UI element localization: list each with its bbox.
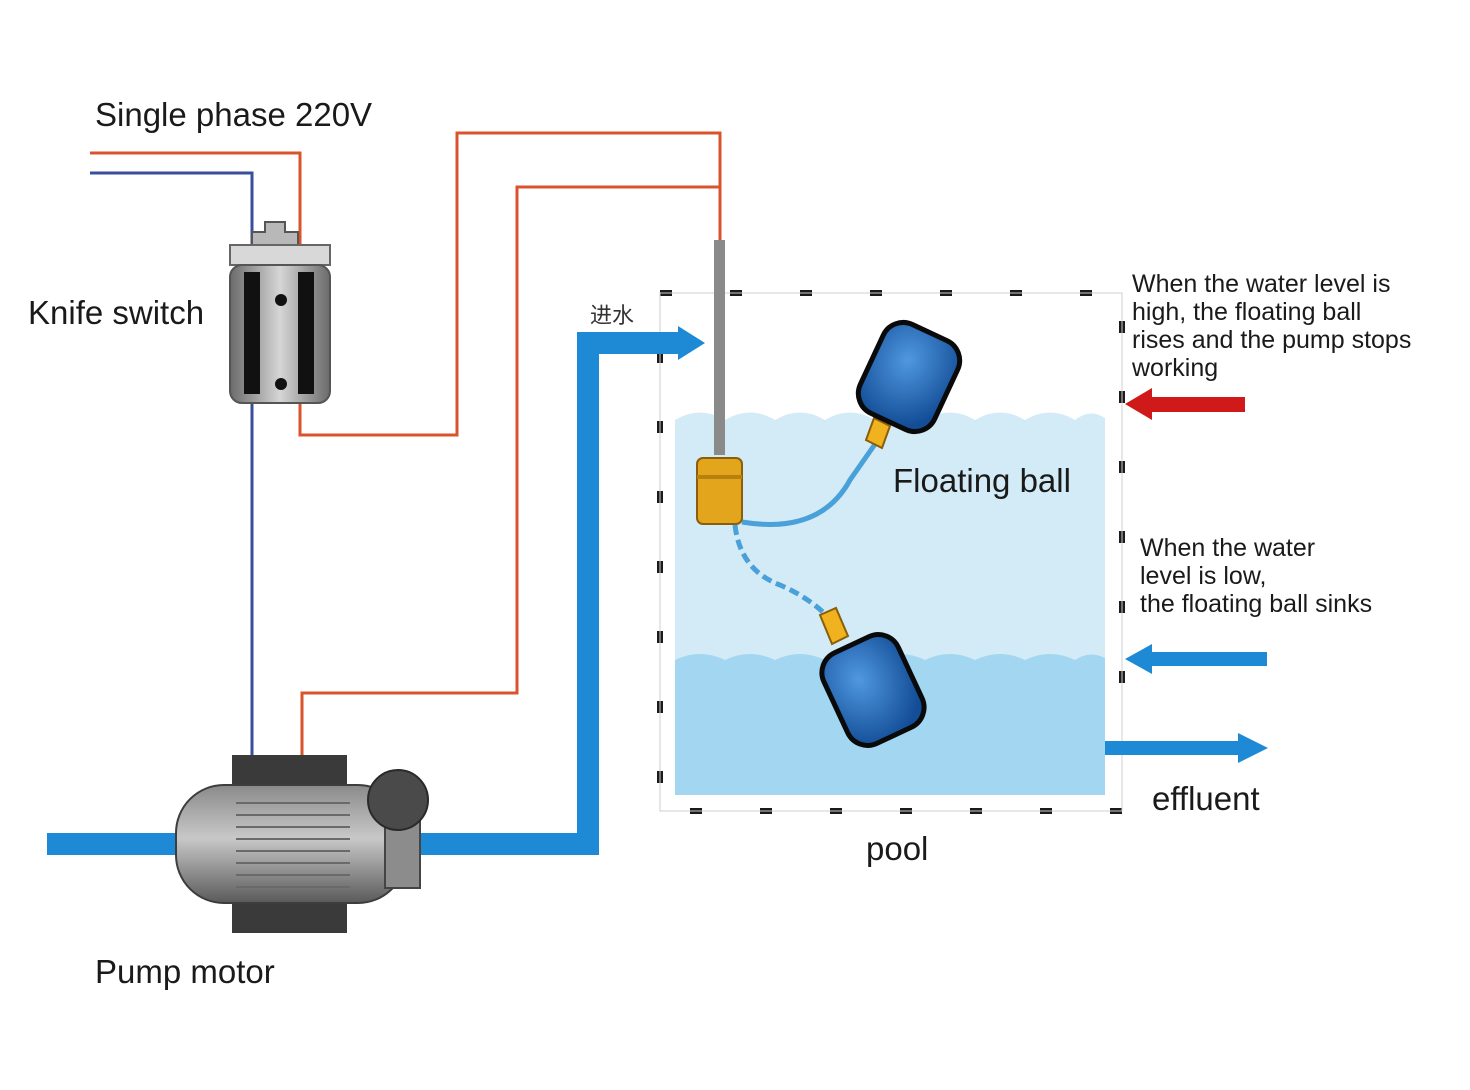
water-pipes bbox=[47, 326, 705, 855]
live-wire-in bbox=[90, 151, 302, 245]
pump-motor bbox=[175, 755, 429, 933]
outlet-pipe bbox=[410, 332, 680, 855]
power-label: Single phase 220V bbox=[95, 96, 373, 133]
high-note-line: rises and the pump stops bbox=[1132, 326, 1412, 354]
low-note-line: the floating ball sinks bbox=[1140, 590, 1373, 618]
sensor-to-motor-wire bbox=[300, 185, 720, 757]
float-switch bbox=[696, 240, 963, 748]
knife-switch bbox=[229, 221, 331, 404]
wiring bbox=[90, 131, 722, 757]
upper-float-ball bbox=[855, 319, 963, 435]
pool-label: pool bbox=[866, 830, 929, 867]
upper-cable bbox=[741, 435, 883, 527]
pump-motor-label: Pump motor bbox=[95, 953, 275, 990]
sensor-body bbox=[696, 457, 743, 525]
low-level-note: When the water level is low, the floatin… bbox=[1140, 534, 1372, 618]
high-note-line: working bbox=[1132, 354, 1219, 382]
neutral-wire-in bbox=[90, 171, 254, 245]
high-note-line: high, the floating ball bbox=[1132, 298, 1362, 326]
inlet-arrowhead bbox=[678, 326, 705, 360]
lower-cable bbox=[732, 524, 837, 627]
effluent-arrow bbox=[1238, 733, 1268, 763]
high-level-arrow bbox=[1125, 388, 1152, 420]
effluent-label: effluent bbox=[1152, 780, 1260, 817]
intake-pipe bbox=[47, 833, 187, 855]
high-note-line: When the water level is bbox=[1132, 270, 1391, 298]
knife-switch-label: Knife switch bbox=[28, 294, 205, 331]
low-note-line: level is low, bbox=[1140, 562, 1267, 590]
inlet-label: 进水 bbox=[590, 304, 635, 329]
high-level-note: When the water level is high, the floati… bbox=[1132, 270, 1411, 382]
low-level-arrow bbox=[1125, 644, 1152, 674]
floating-ball-label: Floating ball bbox=[893, 462, 1071, 499]
sensor-rod bbox=[714, 240, 725, 455]
low-note-line: When the water bbox=[1140, 534, 1316, 562]
switch-to-sensor-wire bbox=[298, 131, 722, 437]
level-arrows bbox=[1105, 388, 1268, 763]
lower-float-ball bbox=[819, 632, 927, 748]
